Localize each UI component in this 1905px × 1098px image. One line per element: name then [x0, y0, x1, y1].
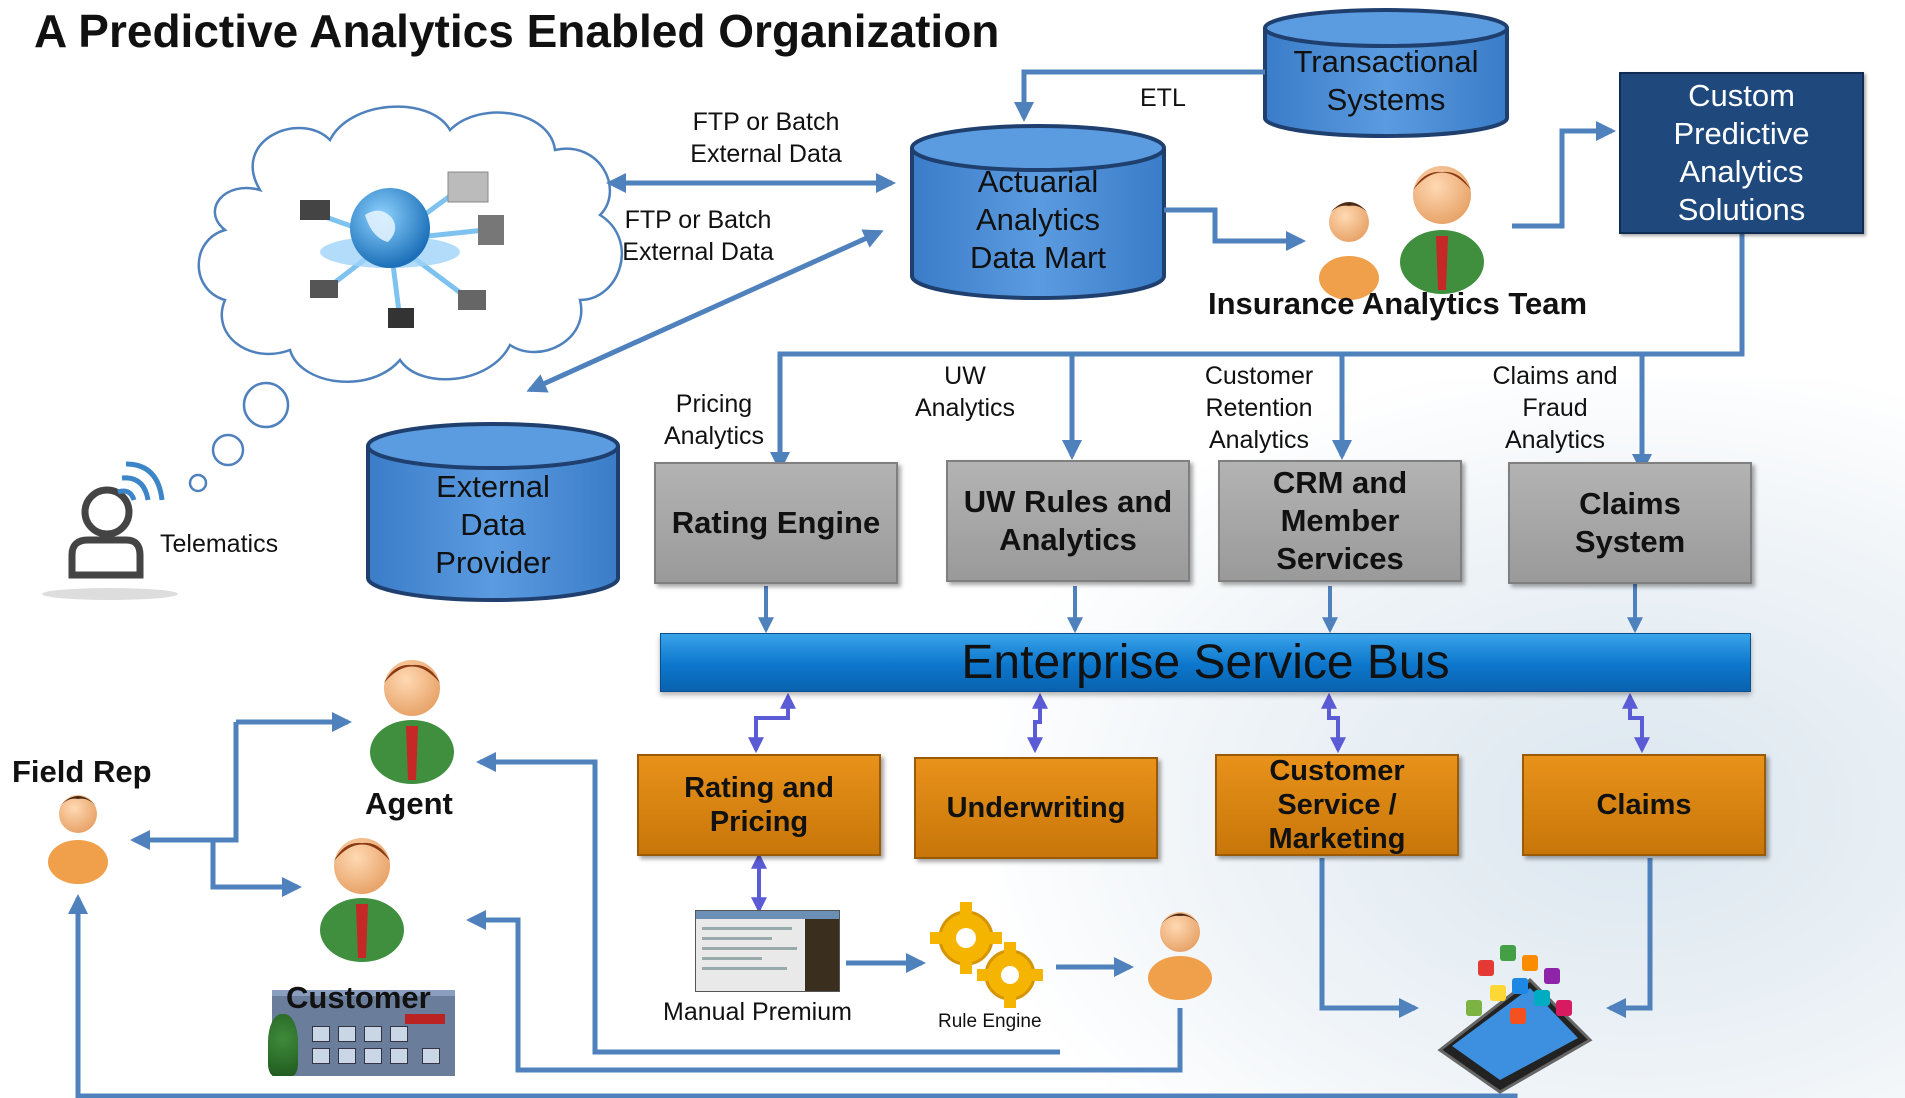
person-icon: [1319, 202, 1379, 300]
claims-box: Claims: [1522, 754, 1766, 856]
transactional-systems-cylinder: [1263, 8, 1509, 138]
manual-premium-label: Manual Premium: [663, 998, 852, 1026]
external-data-provider-cylinder: [366, 422, 620, 602]
analytics-team-label: Insurance Analytics Team: [1208, 286, 1588, 321]
smartphone-apps-icon: [1437, 945, 1593, 1094]
top-connectors: [526, 69, 1745, 474]
building-icon: [268, 990, 455, 1076]
network-globe-icon: [300, 171, 504, 328]
screenshot-icon: [695, 910, 840, 992]
customer-label: Customer: [286, 980, 431, 1015]
agent-label: Agent: [365, 786, 453, 821]
person-icon: [320, 838, 404, 962]
person-icon: [1400, 166, 1484, 294]
person-icon: [1148, 912, 1212, 1000]
gear-icon: [977, 942, 1043, 1008]
field-rep-label: Field Rep: [12, 754, 152, 789]
system-to-esb-arrows: [758, 576, 1643, 634]
telematics-person-icon: [42, 461, 178, 600]
person-icon: [370, 660, 454, 784]
etl-label: ETL: [1140, 84, 1186, 112]
esb-to-function-arrows: [748, 692, 1650, 914]
page-title: A Predictive Analytics Enabled Organizat…: [34, 5, 1000, 57]
rating-engine-box: Rating Engine: [654, 462, 898, 584]
rule-engine-label: Rule Engine: [938, 1011, 1042, 1032]
underwriting-box: Underwriting: [914, 757, 1158, 859]
telematics-label: Telematics: [160, 530, 279, 558]
person-icon: [48, 795, 108, 884]
enterprise-service-bus: Enterprise Service Bus: [660, 633, 1751, 692]
bottom-connectors: [68, 712, 1653, 1098]
actuarial-data-mart-cylinder: [910, 124, 1166, 300]
gear-icon: [930, 902, 1002, 974]
